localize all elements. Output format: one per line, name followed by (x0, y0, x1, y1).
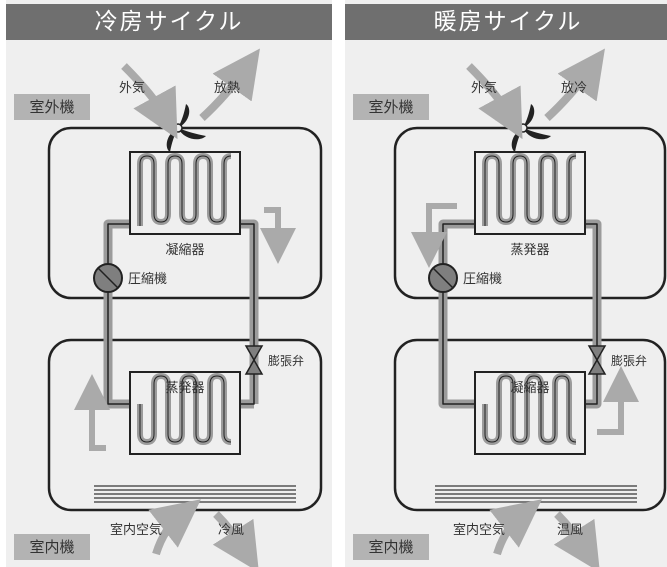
cooling-outdoor-unit-label: 室外機 (14, 94, 90, 120)
heating-outdoor-coil-label: 蒸発器 (510, 243, 549, 258)
flow-direction-arrow-icon (74, 374, 110, 451)
cooling-exhaust-label: 放熱 (214, 81, 240, 96)
cooling-outside-air-label: 外気 (119, 80, 145, 96)
expansion-valve-icon (244, 345, 264, 375)
cooling-diagram: 凝縮器 蒸発器 圧縮機 膨張弁 外気 放熱 (47, 48, 323, 567)
heat-exhaust-arrow-icon (199, 48, 260, 121)
flow-direction-arrow-icon (411, 203, 457, 268)
indoor-louvers (94, 485, 296, 503)
cooling-outdoor-coil-label: 凝縮器 (165, 242, 204, 258)
cooling-cycle-panel: 冷房サイクル 室外機 室内機 凝縮器 蒸発器 圧縮機 膨張弁 (6, 0, 332, 567)
cold-exhaust-arrow-icon (544, 48, 605, 121)
heating-title: 暖房サイクル (345, 4, 667, 40)
heating-diagram: 蒸発器 凝縮器 圧縮機 膨張弁 外気 放冷 (393, 48, 667, 567)
outdoor-unit-enclosure (47, 126, 323, 300)
outdoor-unit-enclosure (393, 126, 667, 300)
flow-direction-arrow-icon (597, 366, 639, 435)
flow-direction-arrow-icon (260, 207, 296, 264)
cooling-compressor-label: 圧縮機 (128, 271, 167, 287)
heating-expansion-valve-label: 膨張弁 (611, 353, 647, 368)
cooling-expansion-valve-label: 膨張弁 (268, 353, 304, 368)
heating-indoor-coil-label: 凝縮器 (510, 380, 549, 396)
outside-air-inflow-arrow-icon (466, 63, 523, 140)
outlet-air-arrow-icon (212, 511, 259, 567)
cooling-room-air-label: 室内空気 (110, 522, 162, 538)
cooling-title: 冷房サイクル (6, 4, 332, 40)
heating-outdoor-unit-label: 室外機 (353, 94, 429, 120)
room-air-intake-arrow-icon (148, 499, 201, 556)
room-air-intake-arrow-icon (489, 499, 542, 556)
outside-air-inflow-arrow-icon (121, 63, 178, 140)
cooling-indoor-coil-label: 蒸発器 (165, 381, 204, 396)
cooling-indoor-unit-label: 室内機 (14, 534, 90, 560)
heating-outlet-air-label: 温風 (557, 523, 583, 538)
heating-compressor-label: 圧縮機 (463, 271, 502, 287)
heating-cycle-panel: 暖房サイクル 室外機 室内機 蒸発器 凝縮器 圧縮機 膨張弁 (345, 0, 667, 567)
cooling-outlet-air-label: 冷風 (218, 523, 244, 538)
outlet-air-arrow-icon (553, 511, 600, 567)
heating-outside-air-label: 外気 (471, 80, 497, 96)
indoor-louvers (435, 485, 637, 503)
heating-indoor-unit-label: 室内機 (353, 534, 429, 560)
heating-room-air-label: 室内空気 (453, 522, 505, 538)
expansion-valve-icon (587, 345, 607, 375)
heating-exhaust-label: 放冷 (561, 81, 587, 96)
